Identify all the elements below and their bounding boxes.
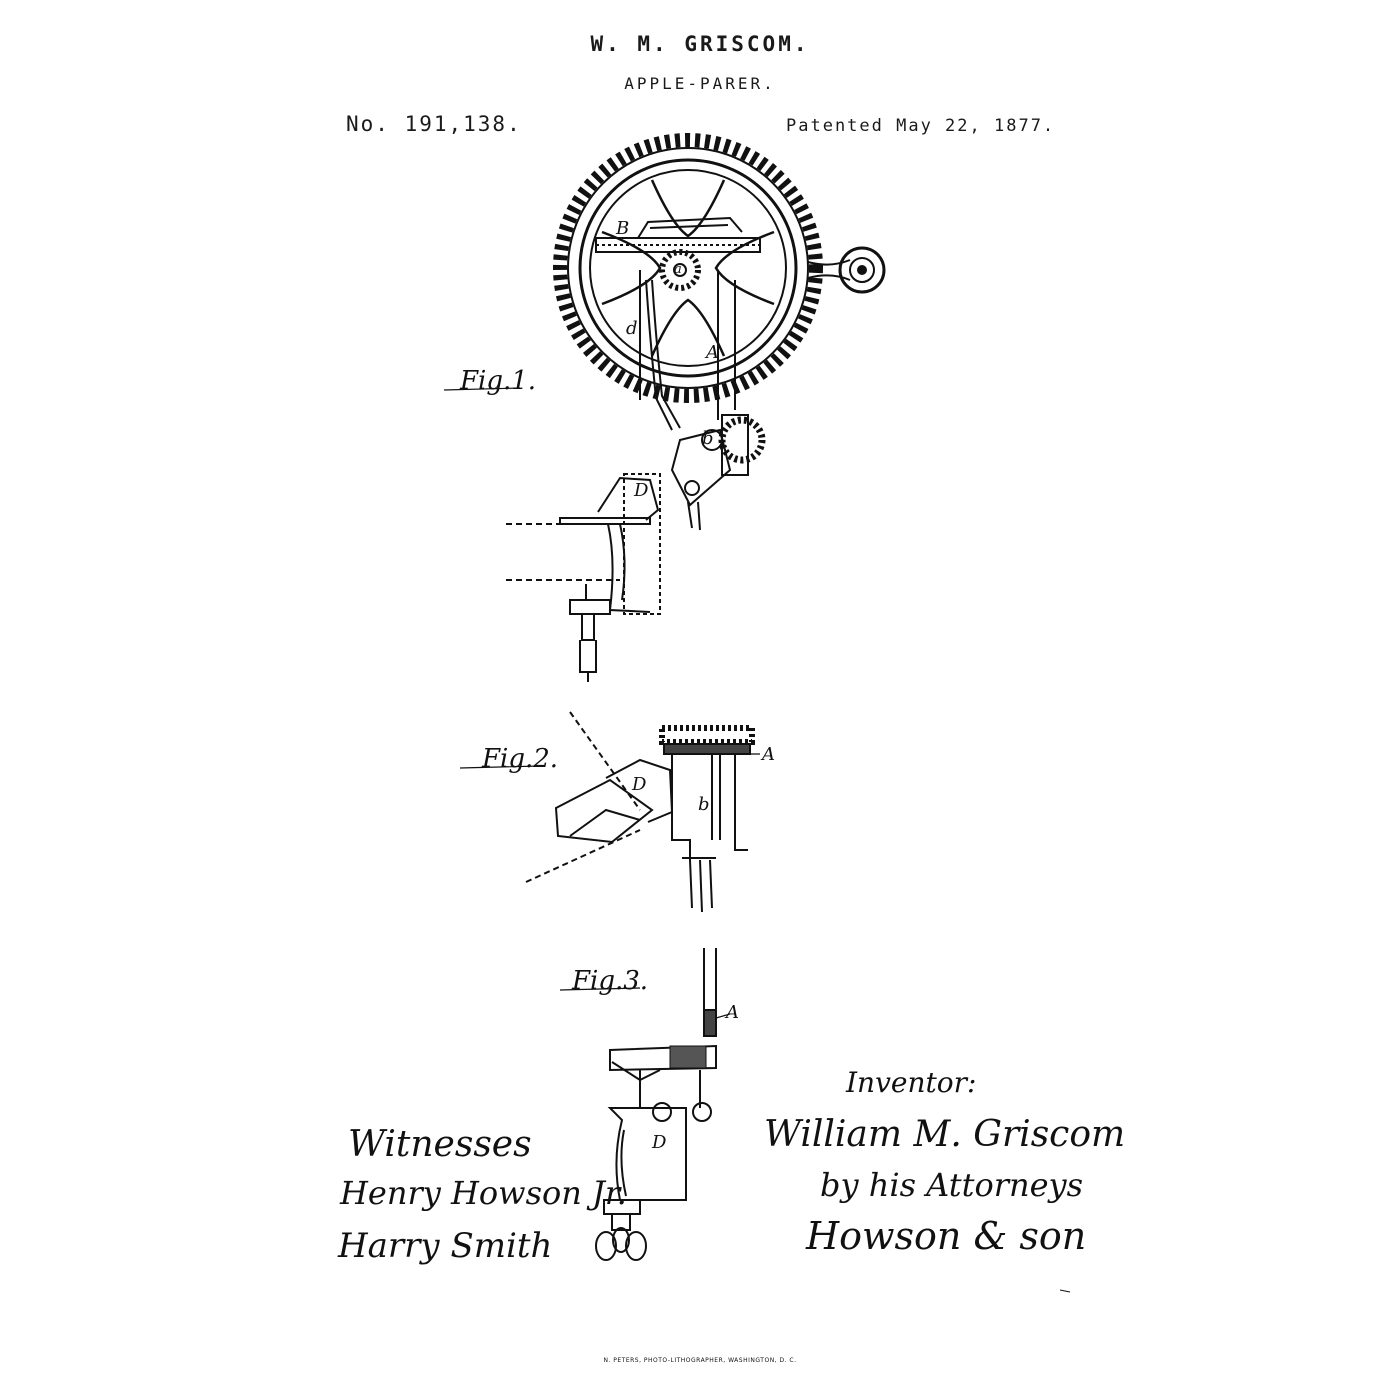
fig2-drawing	[525, 711, 755, 913]
patent-date: Patented May 22, 1877.	[786, 116, 1056, 136]
label-b-fig1: b	[702, 428, 714, 449]
witnesses-heading: Witnesses	[348, 1124, 532, 1165]
label-b-fig2: b	[698, 794, 710, 815]
label-d-lower: d	[626, 318, 638, 339]
lithographer-footer: N. PETERS, PHOTO-LITHOGRAPHER, WASHINGTO…	[603, 1357, 797, 1364]
label-a-small: a	[674, 262, 682, 277]
inventor-name: W. M. GRISCOM.	[590, 32, 810, 56]
inventor-heading: Inventor:	[846, 1066, 977, 1099]
witness-1: Henry Howson Jr.	[340, 1174, 627, 1212]
patent-number: No. 191,138.	[346, 112, 522, 136]
fig1-drawing	[506, 133, 886, 682]
inventor-signature: William M. Griscom	[764, 1114, 1126, 1155]
attorneys-by-line: by his Attorneys	[820, 1166, 1084, 1204]
patent-title: APPLE-PARER.	[624, 74, 776, 93]
fig3-caption: Fig.3.	[572, 966, 649, 996]
label-d-fig1: D	[634, 480, 649, 501]
label-d-fig2: D	[632, 774, 647, 795]
label-b-upper: B	[616, 218, 630, 239]
label-a-fig3: A	[726, 1002, 739, 1023]
label-a-fig1: A	[706, 342, 719, 363]
witness-2: Harry Smith	[338, 1226, 553, 1266]
attorneys-signature: Howson & son	[806, 1214, 1087, 1258]
label-d-fig3: D	[652, 1132, 667, 1153]
label-a-fig2: A	[762, 744, 775, 765]
fig3-drawing	[595, 948, 717, 1261]
fig2-caption: Fig.2.	[482, 744, 559, 774]
fig1-caption: Fig.1.	[460, 366, 537, 396]
